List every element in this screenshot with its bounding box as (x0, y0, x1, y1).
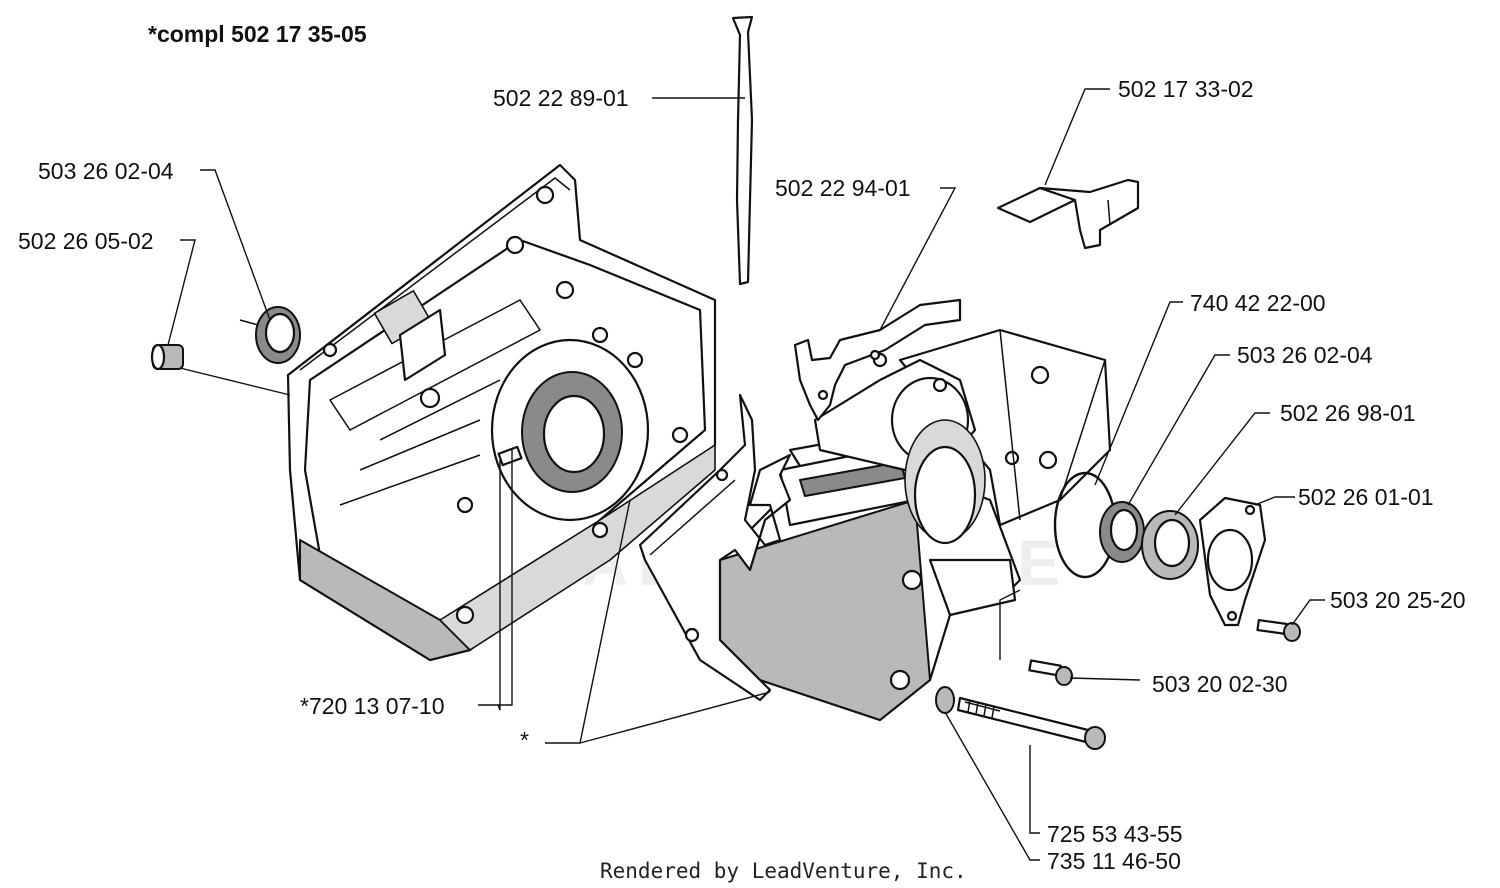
footer-credit: Rendered by LeadVenture, Inc. (600, 859, 967, 883)
right-crankcase-half (718, 328, 1112, 722)
bearing-housing (1141, 510, 1199, 580)
impulse-hose (731, 15, 754, 286)
callout-bracket: 502 17 33-02 (1118, 76, 1254, 102)
callout-bearing-housing: 502 26 98-01 (1280, 400, 1416, 426)
callout-long-bolt: 725 53 43-55 (1047, 821, 1183, 847)
assembly-note: *compl 502 17 35-05 (148, 21, 367, 47)
crankcase-gasket (638, 393, 792, 702)
callout-cover-plate: 502 26 01-01 (1298, 484, 1434, 510)
bracket-part (996, 178, 1140, 250)
cover-plate (1198, 496, 1267, 627)
seal-right (1099, 501, 1145, 563)
callout-cylinder-gasket: 502 22 94-01 (775, 175, 911, 201)
screw-crankcase (1028, 659, 1073, 686)
callout-dowel-pin: *720 13 07-10 (300, 693, 445, 719)
plug-part (150, 343, 184, 371)
callout-impulse-hose: 502 22 89-01 (493, 85, 629, 111)
callout-retaining-ring: 740 42 22-00 (1190, 290, 1326, 316)
callout-screw-crankcase: 503 20 02-30 (1152, 671, 1288, 697)
seal-left (239, 306, 301, 364)
washer (935, 686, 955, 714)
callout-screw-cover: 503 20 25-20 (1330, 587, 1466, 613)
callout-seal-right: 503 26 02-04 (1237, 342, 1373, 368)
callout-plug: 502 26 05-02 (18, 228, 154, 254)
leader-lines (167, 88, 1325, 861)
callout-washer: 735 11 46-50 (1047, 848, 1181, 874)
callout-crankcase: * (520, 727, 529, 753)
left-crankcase-half (286, 163, 717, 662)
long-bolt (956, 696, 1106, 750)
cylinder-gasket (793, 298, 962, 422)
callout-seal-left: 503 26 02-04 (38, 158, 174, 184)
screw-cover (1256, 619, 1301, 642)
